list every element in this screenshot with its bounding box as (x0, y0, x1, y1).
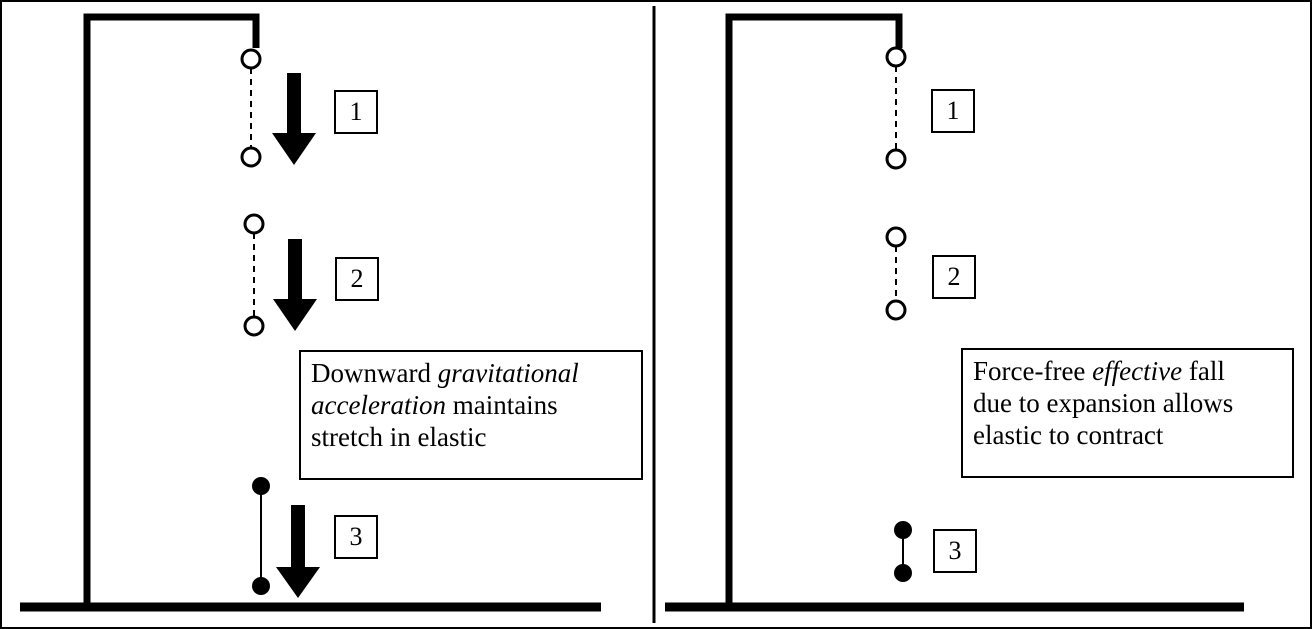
right-caption-box: Force-free effective fall due to expansi… (961, 348, 1294, 478)
left-stage-2-elastic (243, 213, 265, 337)
left-stage-1-down-arrow (272, 73, 316, 165)
right-stage-2-label: 2 (932, 255, 976, 299)
right-stage-2-bottom-mass (885, 299, 907, 321)
right-stage-3-label: 3 (933, 529, 977, 573)
left-stage-2-label: 2 (335, 257, 379, 301)
right-caption-line-3: elastic to contract (973, 419, 1164, 450)
left-stage-1-top-mass (240, 48, 262, 70)
right-panel (665, 13, 1244, 612)
left-panel (20, 13, 601, 612)
left-stage-1-label: 1 (334, 90, 378, 134)
left-stage-3-elastic (252, 477, 270, 595)
left-stage-2-bottom-mass (243, 315, 265, 337)
right-stage-3-bottom-mass (894, 564, 912, 582)
right-stage-1-label: 1 (931, 89, 975, 133)
left-caption-line-3: stretch in elastic (311, 421, 487, 452)
left-caption-line-2: acceleration maintains (311, 389, 558, 420)
left-caption-line-1: Downward gravitational (311, 358, 579, 388)
right-stage-3-top-mass (894, 521, 912, 539)
left-stage-2-top-mass (243, 213, 265, 235)
left-stage-3-bottom-mass (252, 577, 270, 595)
left-stage-1-bottom-mass (240, 146, 262, 168)
left-stage-1-elastic (240, 48, 262, 168)
left-support-frame (83, 13, 260, 607)
right-stage-3-elastic (894, 521, 912, 582)
right-stage-1-elastic (885, 46, 907, 170)
left-stage-3-down-arrow (276, 505, 320, 598)
left-stage-3-label: 3 (334, 515, 378, 559)
right-stage-1-top-mass (885, 46, 907, 68)
right-caption-line-1: Force-free effective fall (973, 356, 1225, 386)
left-stage-2-down-arrow (273, 239, 317, 331)
left-stage-3-top-mass (252, 477, 270, 495)
right-caption-line-2: due to expansion allows (973, 387, 1234, 418)
right-stage-2-elastic (885, 226, 907, 321)
right-stage-2-top-mass (885, 226, 907, 248)
right-support-frame (725, 13, 903, 607)
left-caption-box: Downward gravitational acceleration main… (299, 350, 643, 480)
right-stage-1-bottom-mass (885, 148, 907, 170)
